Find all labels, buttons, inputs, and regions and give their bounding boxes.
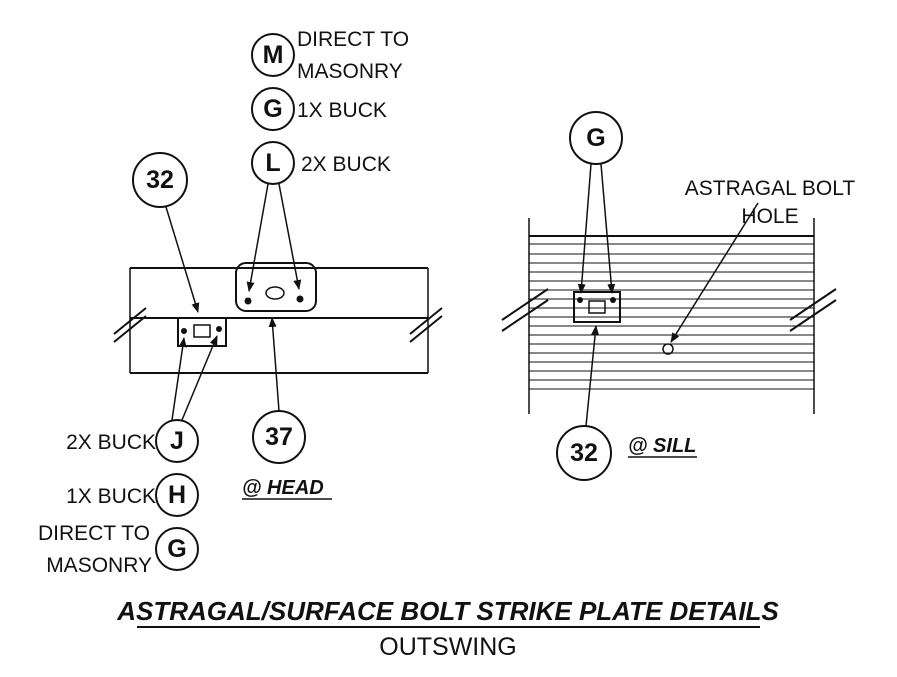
head-break-right: [409, 307, 443, 343]
bubble-37-tag: 37: [265, 423, 293, 451]
drawing-subtitle: OUTSWING: [379, 633, 517, 661]
head-view: M DIRECT TO MASONRY G 1X BUCK L 2X BUCK …: [38, 28, 443, 577]
astragal-note-line1: ASTRAGAL BOLT: [685, 177, 856, 200]
bubble-l: [251, 141, 295, 185]
bubble-g-bottom-text-line1: DIRECT TO: [38, 522, 150, 545]
sill-view-label: @ SILL: [628, 435, 696, 457]
sill-strike-slot: [588, 300, 606, 314]
leader-l-left: [246, 183, 269, 292]
bubble-32-sill: [556, 425, 612, 481]
bubble-l-text: 2X BUCK: [301, 153, 391, 176]
small-strike-slot: [193, 324, 211, 338]
head-bolt-hole: [265, 286, 285, 300]
sill-break-right: [789, 288, 837, 332]
sill-strike-plate: [573, 291, 621, 323]
bubble-32-head: [132, 152, 188, 208]
bubble-h: [155, 473, 199, 517]
astragal-bolt-hole: [662, 343, 674, 355]
bubble-l-tag: L: [265, 149, 280, 177]
bubble-32-sill-tag: 32: [570, 439, 598, 467]
leader-astragal: [670, 202, 759, 343]
sill-screw-left: [577, 297, 583, 303]
leader-37: [268, 317, 280, 412]
sill-view: ASTRAGAL BOLT HOLE G 32 @ SILL: [501, 111, 856, 481]
bubble-m-text-line2: MASONRY: [297, 60, 403, 83]
head-screw-right: [296, 295, 304, 303]
astragal-note-line2: HOLE: [741, 205, 798, 228]
leader-g-sill-left: [577, 163, 592, 294]
small-screw-left: [181, 328, 187, 334]
sill-screw-right: [610, 297, 616, 303]
head-screw-left: [244, 297, 252, 305]
head-strike-plate: [235, 262, 317, 312]
bubble-h-text: 1X BUCK: [66, 485, 156, 508]
leader-32-sill: [585, 325, 600, 427]
small-strike-plate: [177, 317, 227, 347]
bubble-g-bottom: [155, 527, 199, 571]
sill-hatch: [529, 243, 814, 390]
leader-j-right: [181, 335, 218, 421]
bubble-j-text: 2X BUCK: [66, 431, 156, 454]
leader-l-right: [278, 183, 302, 290]
drawing-title: ASTRAGAL/SURFACE BOLT STRIKE PLATE DETAI…: [116, 596, 779, 626]
leader-j-left: [171, 337, 187, 421]
bubble-j: [155, 419, 199, 463]
bubble-g-bottom-tag: G: [167, 535, 186, 563]
bubble-g-head: [251, 87, 295, 131]
sill-break-left: [501, 288, 549, 332]
bubble-m-tag: M: [263, 41, 284, 69]
bubble-g-head-text: 1X BUCK: [297, 99, 387, 122]
head-view-label: @ HEAD: [242, 477, 324, 499]
bubble-g-head-tag: G: [263, 95, 282, 123]
small-screw-right: [216, 326, 222, 332]
bubble-g-bottom-text-line2: MASONRY: [46, 554, 152, 577]
bubble-32-head-tag: 32: [146, 166, 174, 194]
bubble-g-sill-tag: G: [586, 124, 605, 152]
bubble-h-tag: H: [168, 481, 186, 509]
bubble-j-tag: J: [170, 427, 184, 455]
leader-g-sill-right: [600, 163, 616, 294]
bubble-m: [251, 33, 295, 77]
leader-32-head: [165, 206, 200, 313]
bubble-g-sill: [569, 111, 623, 165]
head-break-left: [113, 307, 147, 343]
bubble-m-text-line1: DIRECT TO: [297, 28, 409, 51]
